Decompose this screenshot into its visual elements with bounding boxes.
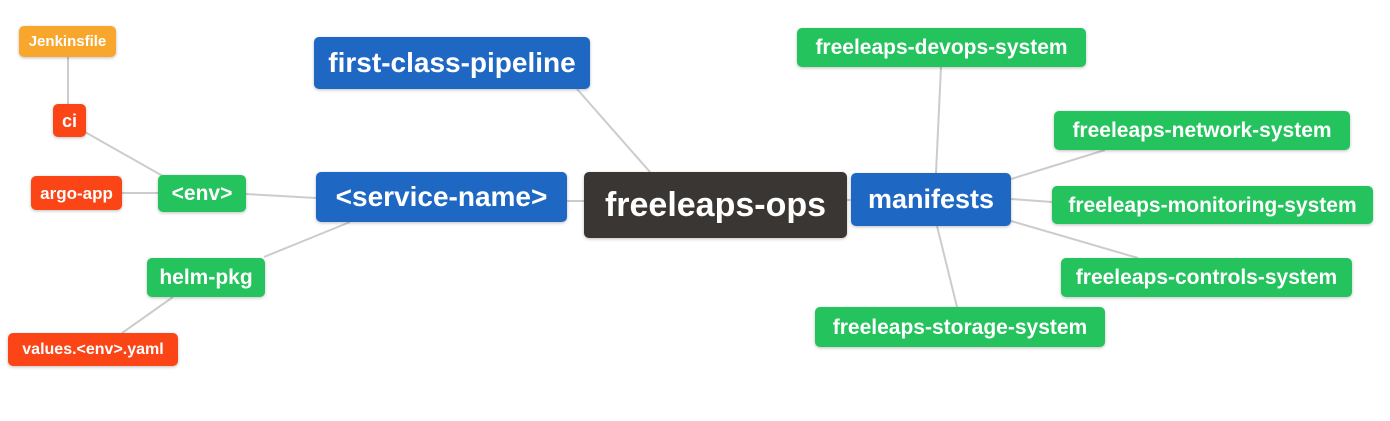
edge-manifests-freeleaps-storage-system	[936, 225, 958, 308]
node-service-name[interactable]: <service-name>	[316, 172, 567, 222]
node-manifests[interactable]: manifests	[851, 173, 1011, 226]
node-freeleaps-monitoring-system[interactable]: freeleaps-monitoring-system	[1052, 186, 1373, 224]
node-env[interactable]: <env>	[158, 175, 246, 212]
edge-manifests-freeleaps-devops-system	[935, 66, 942, 174]
node-freeleaps-storage-system[interactable]: freeleaps-storage-system	[815, 307, 1105, 347]
node-argo-app[interactable]: argo-app	[31, 176, 122, 210]
node-first-class-pipeline[interactable]: first-class-pipeline	[314, 37, 590, 89]
node-ci[interactable]: ci	[53, 104, 86, 137]
node-freeleaps-devops-system[interactable]: freeleaps-devops-system	[797, 28, 1086, 67]
edge-manifests-freeleaps-controls-system	[1010, 220, 1139, 259]
edge-env-service-name	[245, 193, 317, 199]
edge-ci-env	[84, 131, 169, 180]
node-helm-pkg[interactable]: helm-pkg	[147, 258, 265, 297]
edge-manifests-freeleaps-monitoring-system	[1010, 198, 1053, 203]
node-freeleaps-ops[interactable]: freeleaps-ops	[584, 172, 847, 238]
node-freeleaps-controls-system[interactable]: freeleaps-controls-system	[1061, 258, 1352, 297]
edge-values-env-yaml-helm-pkg	[121, 296, 174, 334]
edge-first-class-pipeline-freeleaps-ops	[576, 88, 651, 173]
edge-manifests-freeleaps-network-system	[1010, 149, 1106, 180]
edge-helm-pkg-service-name	[263, 221, 351, 258]
node-jenkinsfile[interactable]: Jenkinsfile	[19, 26, 116, 57]
node-values-env-yaml[interactable]: values.<env>.yaml	[8, 333, 178, 366]
node-freeleaps-network-system[interactable]: freeleaps-network-system	[1054, 111, 1350, 150]
